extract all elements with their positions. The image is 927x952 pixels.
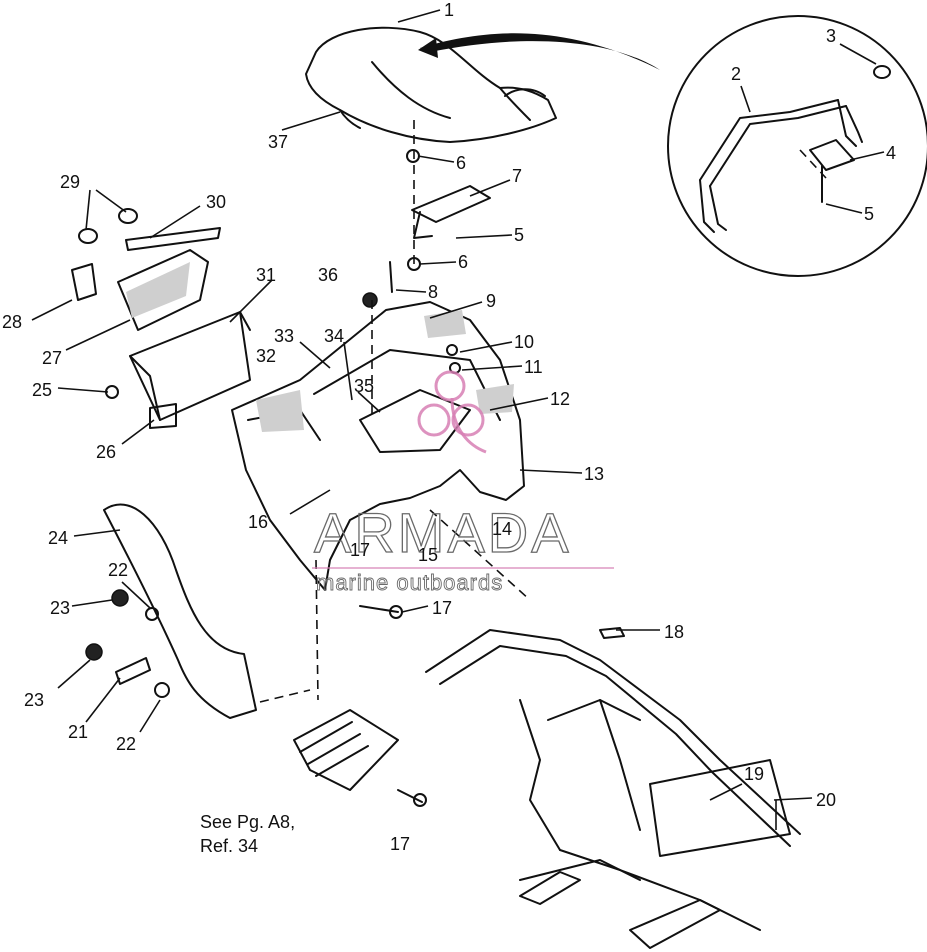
callout-25: 25 <box>32 380 52 400</box>
reference-note-line1: See Pg. A8, <box>200 812 295 832</box>
seat-latch-inset <box>667 15 927 277</box>
callout-7: 7 <box>512 166 522 186</box>
callout-33: 33 <box>274 326 294 346</box>
callout-15: 15 <box>418 545 438 565</box>
callout-32: 32 <box>256 346 276 366</box>
callout-23a: 23 <box>50 598 70 618</box>
callout-3: 3 <box>826 26 836 46</box>
callout-6b: 6 <box>458 252 468 272</box>
callout-17c: 17 <box>390 834 410 854</box>
callout-35: 35 <box>354 376 374 396</box>
seat <box>305 26 557 143</box>
frame <box>425 509 801 949</box>
watermark-brand: ARMADA <box>314 501 572 564</box>
leader-lines <box>31 9 885 830</box>
callout-12: 12 <box>550 389 570 409</box>
detail-arrow <box>418 33 660 70</box>
callout-29: 29 <box>60 172 80 192</box>
callout-22a: 22 <box>108 560 128 580</box>
seat-bracket <box>389 120 491 293</box>
callout-22b: 22 <box>116 734 136 754</box>
callout-9: 9 <box>486 291 496 311</box>
callout-19: 19 <box>744 764 764 784</box>
watermark: ARMADA marine outboards <box>312 370 614 595</box>
callout-30: 30 <box>206 192 226 212</box>
reference-note-line2: Ref. 34 <box>200 836 258 856</box>
watermark-tagline: marine outboards <box>316 570 503 595</box>
callout-17b: 17 <box>432 598 452 618</box>
callout-20: 20 <box>816 790 836 810</box>
callout-34: 34 <box>324 326 344 346</box>
callout-8: 8 <box>428 282 438 302</box>
callout-4: 4 <box>886 143 896 163</box>
callout-28: 28 <box>2 312 22 332</box>
callout-2: 2 <box>731 64 741 84</box>
callouts: 1 2 3 4 5 5 6 6 7 8 9 10 11 12 13 14 15 … <box>2 0 896 854</box>
callout-21: 21 <box>68 722 88 742</box>
callout-36: 36 <box>318 265 338 285</box>
callout-5b: 5 <box>864 204 874 224</box>
callout-5a: 5 <box>514 225 524 245</box>
callout-10: 10 <box>514 332 534 352</box>
callout-37: 37 <box>268 132 288 152</box>
mud-flap <box>85 503 257 719</box>
callout-17a: 17 <box>350 540 370 560</box>
callout-27: 27 <box>42 348 62 368</box>
callout-14: 14 <box>492 519 512 539</box>
reference-note: See Pg. A8, Ref. 34 <box>200 812 295 856</box>
callout-13: 13 <box>584 464 604 484</box>
callout-31: 31 <box>256 265 276 285</box>
callout-1: 1 <box>444 0 454 20</box>
callout-16: 16 <box>248 512 268 532</box>
callout-11: 11 <box>524 357 543 377</box>
callout-18: 18 <box>664 622 684 642</box>
callout-26: 26 <box>96 442 116 462</box>
footrest <box>259 559 427 807</box>
callout-6a: 6 <box>456 153 466 173</box>
callout-23b: 23 <box>24 690 44 710</box>
armada-logo-icon <box>417 370 487 454</box>
callout-24: 24 <box>48 528 68 548</box>
tool-box <box>71 208 251 429</box>
